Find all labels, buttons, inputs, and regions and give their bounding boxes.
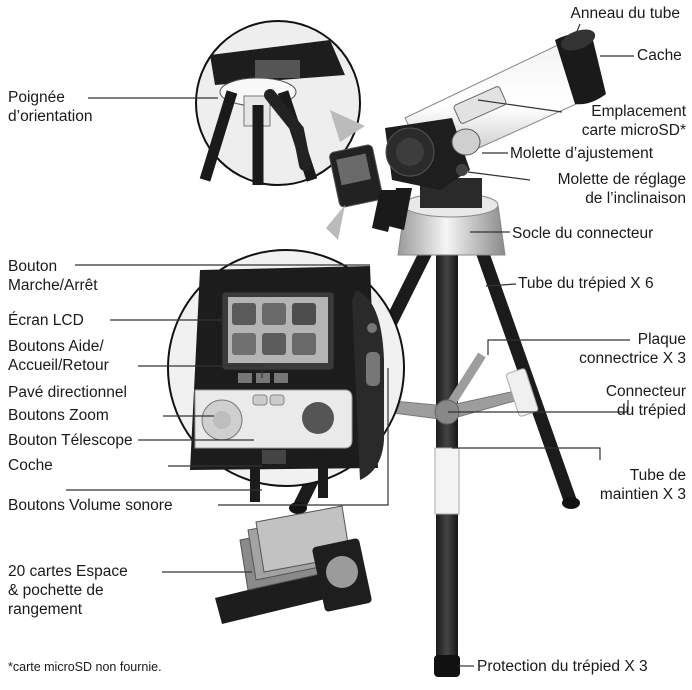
label-ajustement: Molette d’ajustement xyxy=(510,145,654,162)
label-zoom: Boutons Zoom xyxy=(8,407,109,424)
tripod xyxy=(289,178,580,677)
label-cache: Cache xyxy=(637,47,682,64)
label-anneau: Anneau du tube xyxy=(570,5,680,22)
label-bouton-telescope: Bouton Télescope xyxy=(8,432,133,449)
leader-lines xyxy=(66,23,634,667)
label-protection: Protection du trépied X 3 xyxy=(477,658,648,675)
label-volume: Boutons Volume sonore xyxy=(8,497,173,514)
zoom-arrow-device xyxy=(326,205,345,240)
footnote: *carte microSD non fournie. xyxy=(8,660,162,674)
handle-zoom-circle xyxy=(195,20,361,186)
telescope-head xyxy=(329,29,606,232)
label-aide: Boutons Aide/Accueil/Retour xyxy=(8,338,109,374)
space-cards xyxy=(215,505,372,624)
label-pave: Pavé directionnel xyxy=(8,384,127,401)
label-socle: Socle du connecteur xyxy=(512,225,654,242)
label-ecran: Écran LCD xyxy=(8,312,84,329)
zoom-arrow-top xyxy=(330,110,365,142)
label-tube-trepied: Tube du trépied X 6 xyxy=(518,275,654,292)
label-coche: Coche xyxy=(8,457,53,474)
device-zoom-circle xyxy=(167,249,405,502)
